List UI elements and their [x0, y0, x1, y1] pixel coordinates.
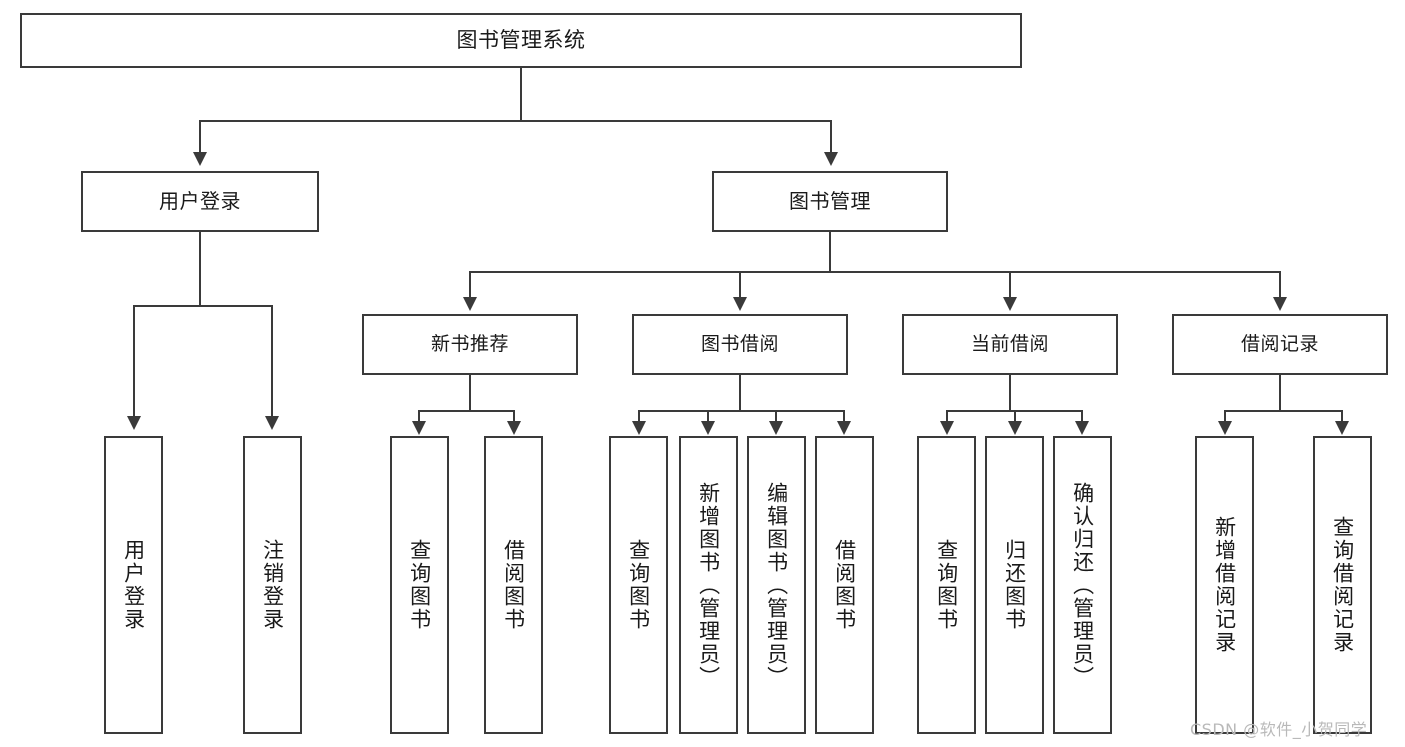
node-label: 新增图书（管理员） — [696, 481, 721, 689]
node-label: 归还图书 — [1002, 539, 1027, 631]
connector-root-trunk — [520, 68, 522, 120]
connector-current-leaf-3 — [1081, 410, 1083, 423]
connector-login-bus — [133, 305, 272, 307]
node-label: 借阅图书 — [832, 539, 857, 631]
connector-record-leaf-1 — [1224, 410, 1226, 423]
node-label: 当前借阅 — [970, 332, 1049, 355]
connector-manage-to-recommend — [469, 271, 471, 299]
node-label: 查询图书 — [934, 539, 959, 631]
node-label: 新增借阅记录 — [1212, 516, 1237, 654]
connector-record-trunk — [1279, 375, 1281, 411]
leaf-user-login[interactable]: 用户登录 — [104, 436, 163, 734]
arrowhead-current-leaf-2 — [1008, 421, 1022, 435]
node-label: 新书推荐 — [430, 332, 509, 355]
arrowhead-recommend-leaf-1 — [412, 421, 426, 435]
node-root-system[interactable]: 图书管理系统 — [20, 13, 1022, 68]
connector-record-leaf-2 — [1341, 410, 1343, 423]
arrowhead-login-leaf-2 — [265, 416, 279, 430]
arrowhead-manage-borrow — [733, 297, 747, 311]
node-label: 图书管理 — [789, 189, 871, 213]
arrowhead-root-to-manage — [824, 152, 838, 166]
connector-root-bus — [199, 120, 831, 122]
leaf-borrow-add-book[interactable]: 新增图书（管理员） — [679, 436, 738, 734]
node-user-login[interactable]: 用户登录 — [81, 171, 319, 232]
node-label: 注销登录 — [260, 539, 285, 631]
arrowhead-current-leaf-1 — [940, 421, 954, 435]
connector-borrow-leaf-1 — [638, 410, 640, 423]
arrowhead-manage-record — [1273, 297, 1287, 311]
node-label: 图书管理系统 — [456, 28, 586, 53]
node-label: 借阅图书 — [501, 539, 526, 631]
node-new-book-recommend[interactable]: 新书推荐 — [362, 314, 578, 375]
connector-root-to-login — [199, 120, 201, 154]
leaf-borrow-borrow-book[interactable]: 借阅图书 — [815, 436, 874, 734]
leaf-borrow-edit-book[interactable]: 编辑图书（管理员） — [747, 436, 806, 734]
connector-recommend-leaf-2 — [513, 410, 515, 423]
connector-borrow-trunk — [739, 375, 741, 411]
arrowhead-manage-recommend — [463, 297, 477, 311]
connector-recommend-trunk — [469, 375, 471, 411]
leaf-current-return-book[interactable]: 归还图书 — [985, 436, 1044, 734]
node-label: 确认归还（管理员） — [1070, 481, 1095, 689]
arrowhead-record-leaf-2 — [1335, 421, 1349, 435]
connector-recommend-bus — [418, 410, 515, 412]
arrowhead-root-to-login — [193, 152, 207, 166]
connector-login-to-leaf-1 — [133, 305, 135, 418]
connector-root-to-manage — [830, 120, 832, 154]
arrowhead-borrow-leaf-2 — [701, 421, 715, 435]
arrowhead-borrow-leaf-4 — [837, 421, 851, 435]
leaf-user-logout[interactable]: 注销登录 — [243, 436, 302, 734]
connector-borrow-leaf-2 — [707, 410, 709, 423]
node-label: 借阅记录 — [1240, 332, 1319, 355]
connector-borrow-leaf-3 — [775, 410, 777, 423]
connector-record-bus — [1224, 410, 1342, 412]
leaf-current-confirm-return[interactable]: 确认归还（管理员） — [1053, 436, 1112, 734]
node-label: 用户登录 — [159, 189, 241, 213]
leaf-borrow-query-book[interactable]: 查询图书 — [609, 436, 668, 734]
node-book-borrow[interactable]: 图书借阅 — [632, 314, 848, 375]
arrowhead-recommend-leaf-2 — [507, 421, 521, 435]
connector-recommend-leaf-1 — [418, 410, 420, 423]
leaf-current-query-book[interactable]: 查询图书 — [917, 436, 976, 734]
node-book-management[interactable]: 图书管理 — [712, 171, 948, 232]
node-borrow-record[interactable]: 借阅记录 — [1172, 314, 1388, 375]
connector-current-trunk — [1009, 375, 1011, 411]
connector-login-trunk — [199, 232, 201, 306]
leaf-record-add-record[interactable]: 新增借阅记录 — [1195, 436, 1254, 734]
connector-manage-trunk — [829, 232, 831, 272]
leaf-record-query-record[interactable]: 查询借阅记录 — [1313, 436, 1372, 734]
arrowhead-manage-current — [1003, 297, 1017, 311]
connector-current-leaf-1 — [946, 410, 948, 423]
node-label: 查询借阅记录 — [1330, 516, 1355, 654]
leaf-recommend-borrow-book[interactable]: 借阅图书 — [484, 436, 543, 734]
connector-login-to-leaf-2 — [271, 305, 273, 418]
connector-borrow-leaf-4 — [843, 410, 845, 423]
arrowhead-record-leaf-1 — [1218, 421, 1232, 435]
arrowhead-login-leaf-1 — [127, 416, 141, 430]
arrowhead-current-leaf-3 — [1075, 421, 1089, 435]
watermark-csdn: CSDN @软件_小贺同学 — [1190, 716, 1367, 740]
connector-manage-to-current — [1009, 271, 1011, 299]
node-label: 图书借阅 — [700, 332, 779, 355]
arrowhead-borrow-leaf-3 — [769, 421, 783, 435]
connector-borrow-bus — [638, 410, 844, 412]
connector-manage-bus — [469, 271, 1281, 273]
node-label: 编辑图书（管理员） — [764, 481, 789, 689]
connector-current-leaf-2 — [1014, 410, 1016, 423]
node-label: 查询图书 — [626, 539, 651, 631]
connector-manage-to-record — [1279, 271, 1281, 299]
leaf-recommend-query-book[interactable]: 查询图书 — [390, 436, 449, 734]
node-label: 查询图书 — [407, 539, 432, 631]
node-current-borrow[interactable]: 当前借阅 — [902, 314, 1118, 375]
connector-manage-to-borrow — [739, 271, 741, 299]
watermark-text: CSDN @软件_小贺同学 — [1190, 720, 1368, 739]
node-label: 用户登录 — [121, 539, 146, 631]
arrowhead-borrow-leaf-1 — [632, 421, 646, 435]
